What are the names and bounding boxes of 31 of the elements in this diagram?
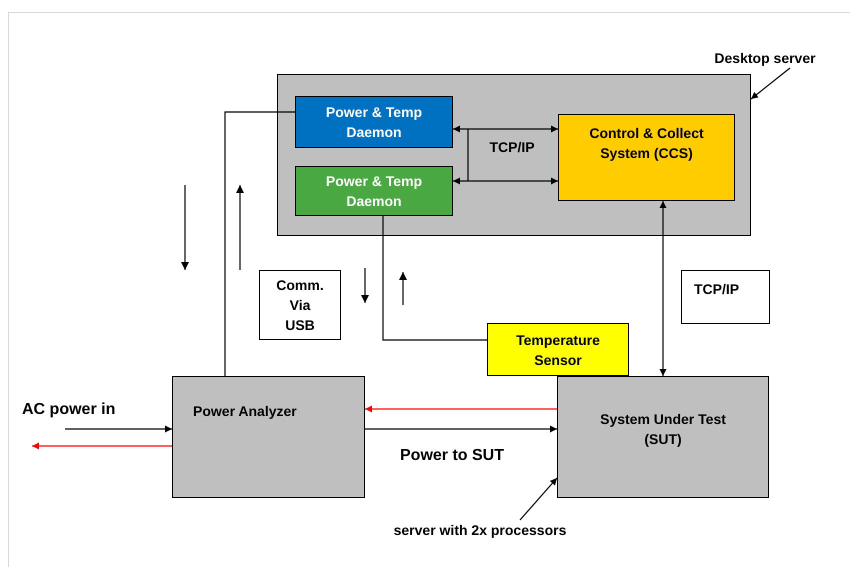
box-label: Power Analyzer [193,402,297,421]
box-label: Control & Collect System (CCS) [588,124,705,163]
leader-arrow [520,478,558,520]
arrow [660,201,666,376]
arrow [453,178,558,184]
arrow [65,426,172,432]
edge-label: AC power in [22,400,116,420]
box-label: Power & Temp Daemon [324,172,424,211]
note-box [259,270,341,340]
box-label: TCP/IP [694,280,740,299]
process-box [558,114,735,201]
arrow [365,426,557,432]
note-box [681,270,770,324]
server-container [277,74,751,236]
box-label: Power & Temp Daemon [324,103,424,142]
edge-label: Power to SUT [400,446,504,466]
system-box [557,376,769,498]
daemon-box [295,96,453,148]
box-label: System Under Test (SUT) [599,410,727,449]
sensor-box [487,323,629,376]
leader-arrow [750,68,790,100]
arrow [453,126,558,132]
caption-text: Desktop server [714,49,816,68]
daemon-box [295,166,453,216]
box-label: Comm. Via USB [276,276,324,335]
caption-text: server with 2x processors [394,521,566,540]
protocol-label: TCP/IP [488,138,536,157]
box-label: Temperature Sensor [515,330,601,370]
arrow [365,406,557,412]
arrow [32,442,172,450]
analyzer-box [172,376,365,498]
